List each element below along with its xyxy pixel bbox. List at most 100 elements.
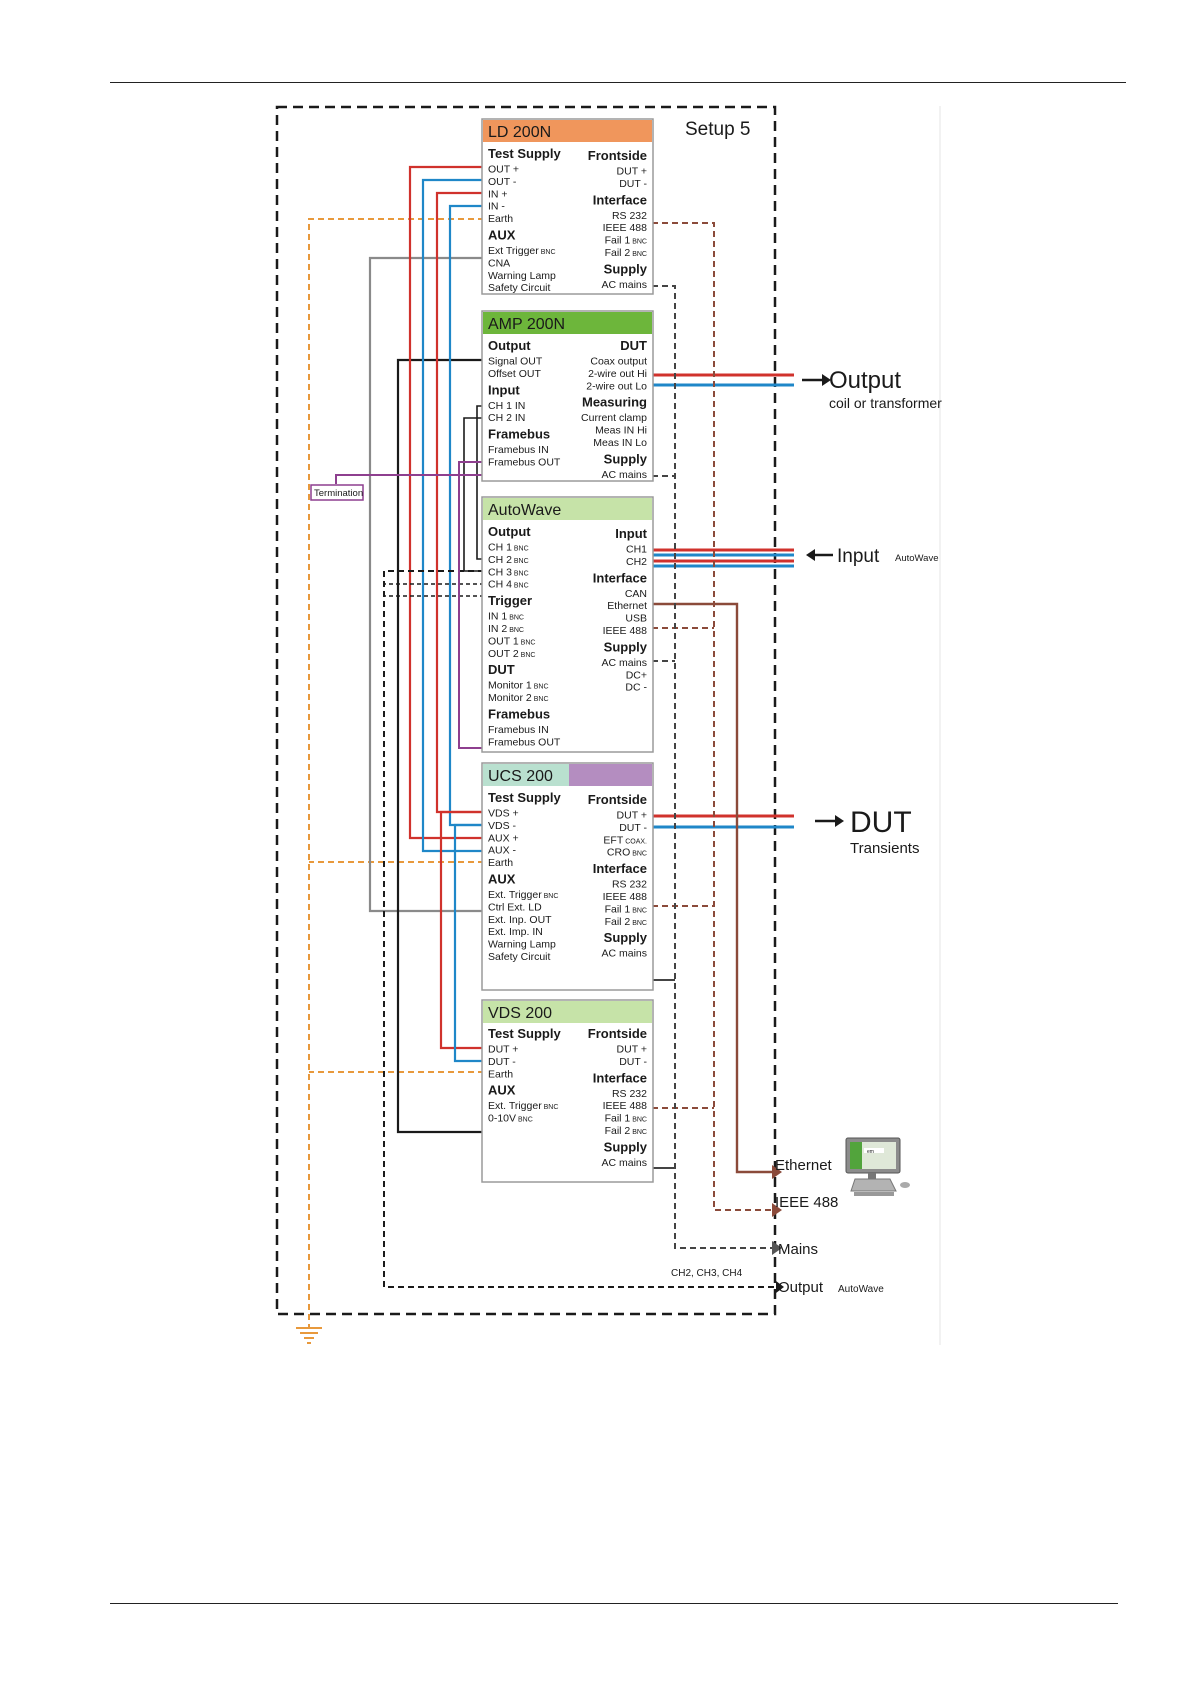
- module-title: AutoWave: [488, 502, 561, 519]
- module-left-section: Test Supply: [488, 790, 561, 805]
- module-right-port: DUT +: [617, 1044, 647, 1056]
- output-autowave-wire: [383, 570, 776, 1288]
- ground-icon: [296, 1327, 322, 1344]
- setup-title: Setup 5: [685, 119, 751, 140]
- module-right-section: Supply: [604, 930, 648, 945]
- module-title: UCS 200: [488, 768, 553, 785]
- trigger-wire: [396, 358, 484, 1134]
- termination-box: [310, 484, 364, 501]
- module-right-port: DUT +: [617, 166, 647, 178]
- module-box: [481, 118, 654, 295]
- footer-rule: [110, 1603, 1118, 1604]
- framebus-termination-wire: [335, 474, 484, 484]
- termination-label: Termination: [314, 488, 363, 499]
- arrow-icon: [772, 1241, 782, 1255]
- module-title: AMP 200N: [488, 316, 565, 333]
- module-left-port: Signal OUT: [488, 356, 543, 368]
- ieee-bus: [652, 222, 772, 1211]
- module-left-port: Ext Trigger BNC: [488, 245, 556, 257]
- module-box: [481, 999, 654, 1183]
- output-autowave-label: Output: [778, 1279, 824, 1296]
- module-left-port: Earth: [488, 213, 513, 225]
- module-header: [483, 120, 652, 142]
- earth-wire: [308, 218, 484, 1328]
- vds-minus-wire: [453, 823, 484, 1063]
- ethernet-label: Ethernet: [775, 1157, 833, 1174]
- module-right-port: Current clamp: [581, 412, 647, 424]
- module-right-port: IEEE 488: [603, 891, 648, 903]
- module-box: [481, 496, 654, 753]
- module-right-port: AC mains: [601, 469, 647, 481]
- module-right-port: RS 232: [612, 879, 647, 891]
- module-left-port: Framebus IN: [488, 724, 549, 736]
- ch2-wire: [463, 417, 484, 572]
- arrow-icon: [806, 549, 833, 561]
- module-right-section: Supply: [604, 261, 648, 276]
- module-right-port: RS 232: [612, 210, 647, 222]
- module-left-section: Output: [488, 524, 531, 539]
- ethernet-wire: [652, 602, 772, 1174]
- module-left-port: OUT -: [488, 176, 517, 188]
- arrow-icon: [802, 374, 831, 386]
- mains-label: Mains: [778, 1241, 818, 1258]
- module-left-port: Warning Lamp: [488, 939, 556, 951]
- module-left-port: Offset OUT: [488, 368, 541, 380]
- wires: [296, 165, 794, 1344]
- module-right-section: DUT: [620, 338, 647, 353]
- module-right-section: Interface: [593, 192, 647, 207]
- module-left-port: Ext. Imp. IN: [488, 926, 543, 938]
- module-left-port: AUX +: [488, 832, 519, 844]
- module-left-port: OUT +: [488, 164, 519, 176]
- module-right-port: AC mains: [601, 657, 647, 669]
- dut-sub: Transients: [850, 840, 919, 857]
- module-right-section: Supply: [604, 451, 648, 466]
- module-right-section: Interface: [593, 861, 647, 876]
- module-left-section: DUT: [488, 662, 515, 677]
- channels-label: CH2, CH3, CH4: [671, 1268, 743, 1279]
- module-right-port: CAN: [625, 588, 647, 600]
- arrow-icon: [772, 1165, 782, 1179]
- module-left-section: Trigger: [488, 593, 532, 608]
- output-label: Output: [829, 367, 901, 394]
- ld-in-minus-wire: [448, 204, 484, 827]
- module-left-port: AUX -: [488, 845, 517, 857]
- module-right-section: Input: [615, 526, 647, 541]
- module-right-port: CH2: [626, 556, 647, 568]
- module-right-port: DUT -: [619, 178, 647, 190]
- header-rule: [110, 82, 1126, 83]
- ld-out-minus-wire: [421, 178, 484, 853]
- input-label: Input: [837, 546, 880, 567]
- module-right-section: Frontside: [588, 148, 647, 163]
- module-right-port: 2-wire out Hi: [588, 368, 647, 380]
- arrow-icon: [815, 815, 844, 827]
- module-right-section: Interface: [593, 570, 647, 585]
- module-left-port: Ctrl Ext. LD: [488, 901, 542, 913]
- ieee-label: IEEE 488: [775, 1194, 838, 1211]
- module-left-section: AUX: [488, 228, 516, 243]
- module-left-port: IN -: [488, 201, 505, 213]
- vds-plus-wire: [439, 810, 484, 1050]
- module-title: VDS 200: [488, 1005, 552, 1022]
- module-left-section: AUX: [488, 872, 516, 887]
- module-left-port: IN +: [488, 188, 508, 200]
- cna-wire: [368, 256, 484, 913]
- module-left-port: CH 1 IN: [488, 400, 525, 412]
- module-left-port: CH 2 IN: [488, 412, 525, 424]
- module-left-port: DUT +: [488, 1044, 518, 1056]
- module-right-port: CH1: [626, 544, 647, 556]
- module-left-section: Framebus: [488, 707, 550, 722]
- module-right-port: DC -: [625, 682, 647, 694]
- module-right-port: Ethernet: [607, 600, 647, 612]
- framebus-wire: [458, 461, 484, 749]
- module-right-port: AC mains: [601, 948, 647, 960]
- module-left-port: Safety Circuit: [488, 282, 551, 294]
- module-right-port: IEEE 488: [603, 1100, 648, 1112]
- module-header-accent: [569, 764, 652, 786]
- module-right-section: Interface: [593, 1070, 647, 1085]
- module-left-section: Framebus: [488, 427, 550, 442]
